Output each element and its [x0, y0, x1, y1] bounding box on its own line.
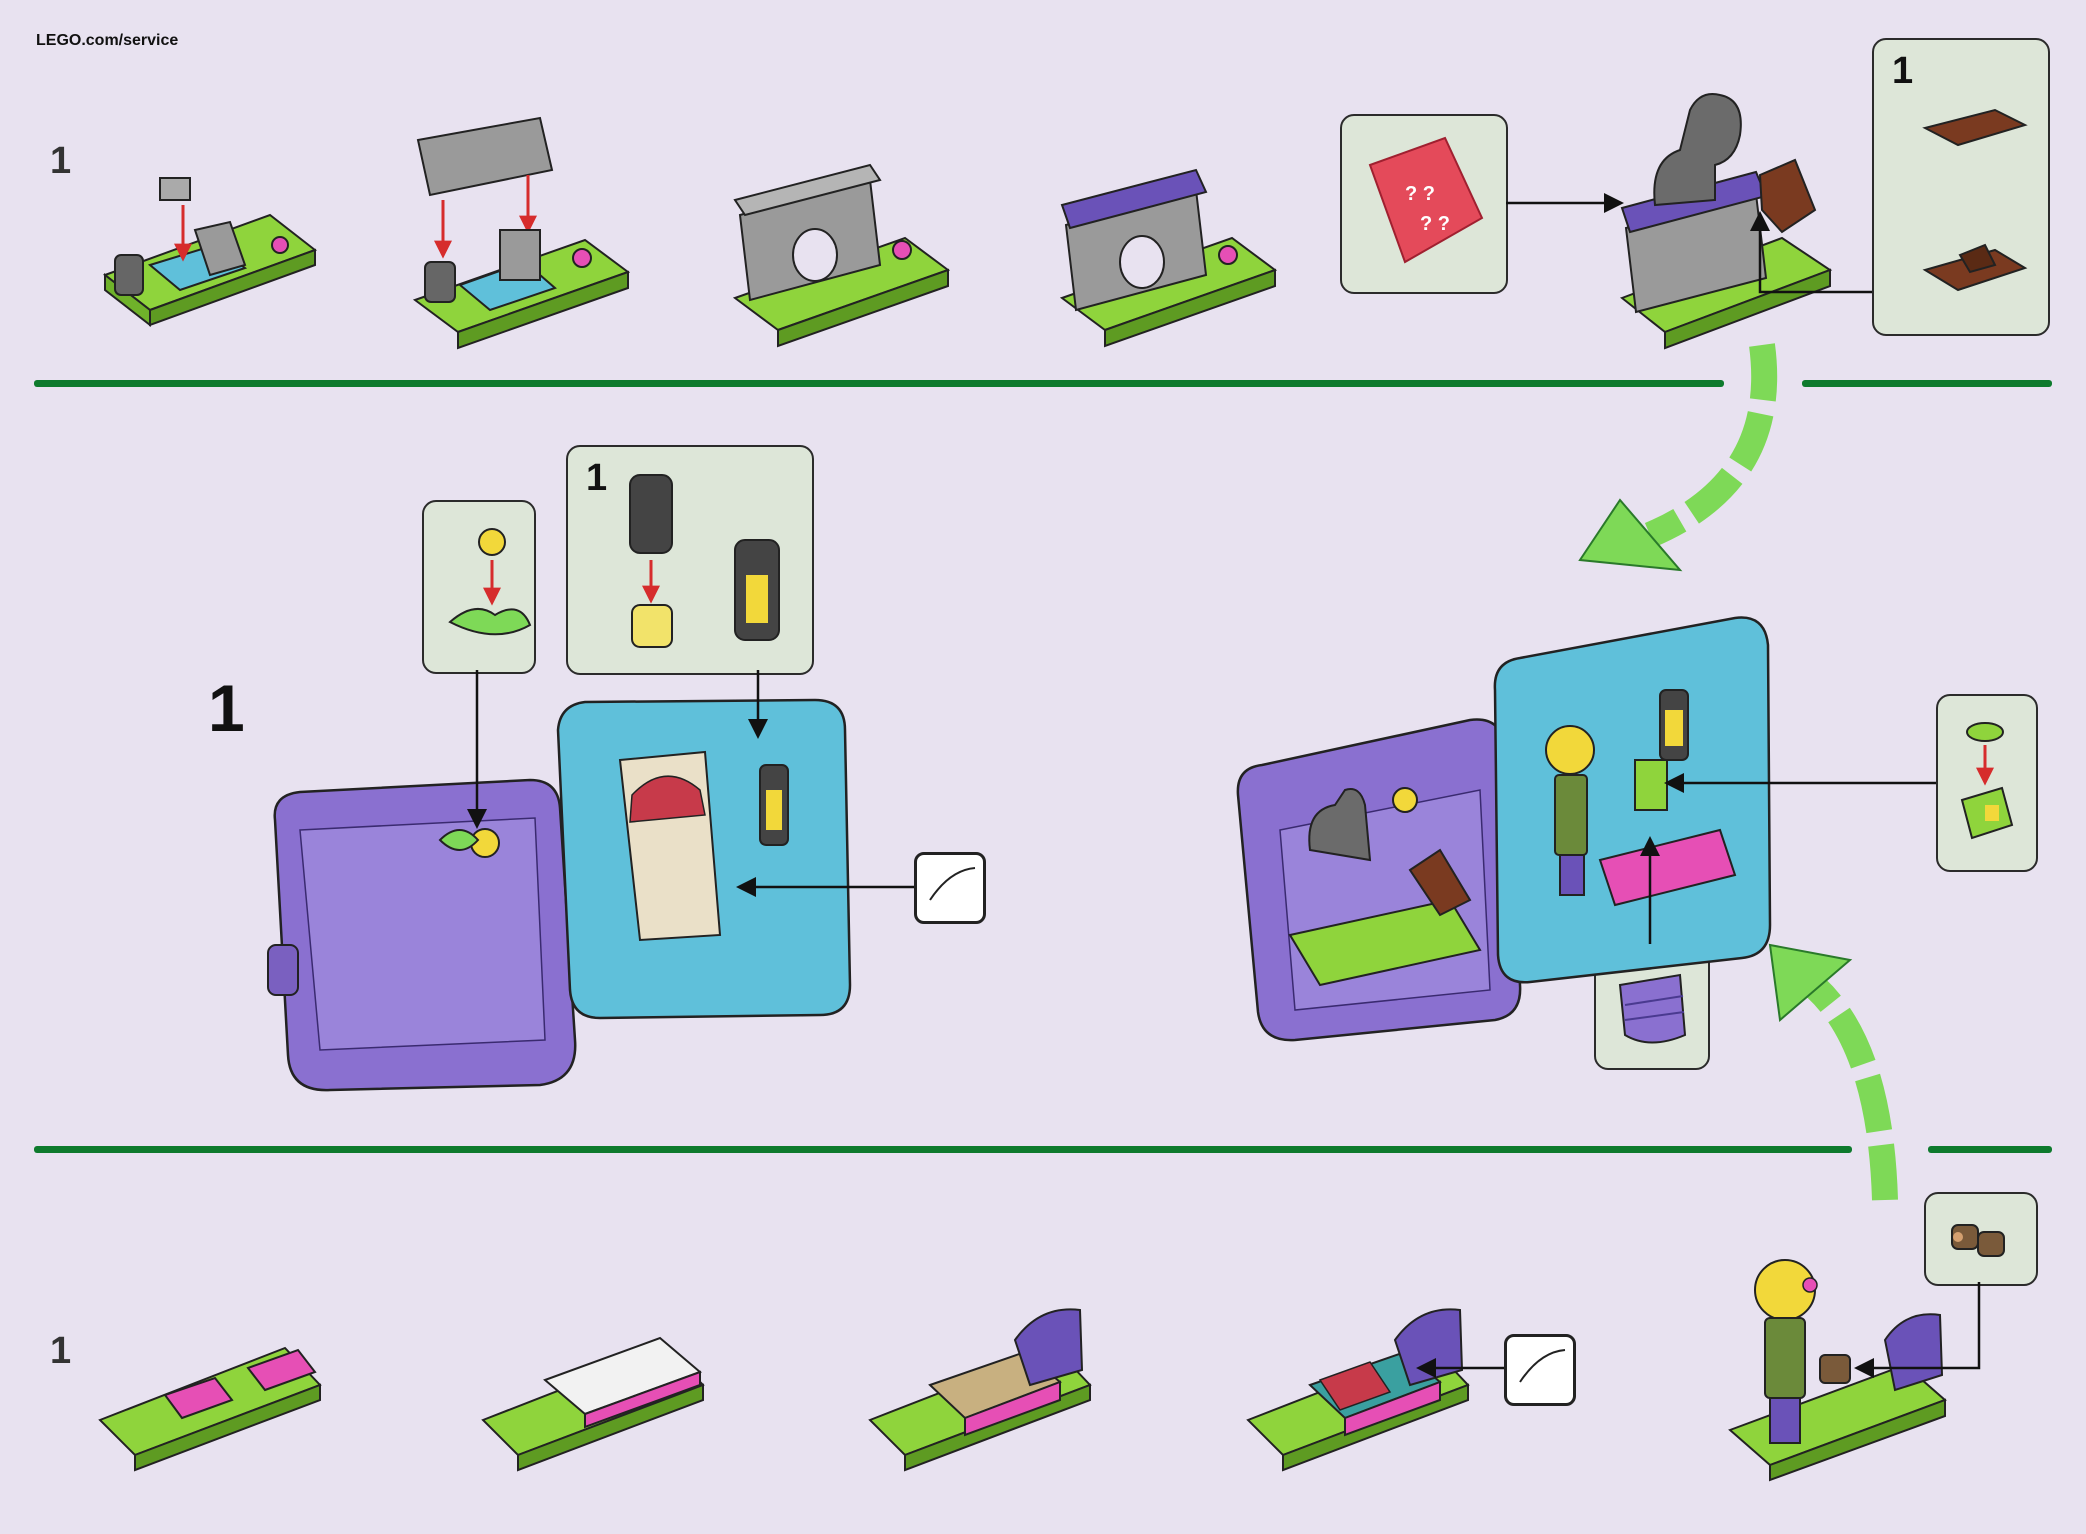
- printed-brick-pieces: [1962, 723, 2012, 838]
- bottom-build-1: [100, 1348, 320, 1470]
- svg-text:? ?: ? ?: [1420, 213, 1450, 235]
- curved-arrow-icon: [1580, 345, 1764, 570]
- svg-text:? ?: ? ?: [1405, 183, 1435, 205]
- cube-assembled-right: [1238, 618, 1770, 1041]
- purple-piece: [1620, 975, 1685, 1043]
- lantern-pieces: [630, 475, 779, 647]
- flower-pieces: [450, 529, 530, 634]
- top-build-3: [735, 165, 948, 346]
- curved-arrow-icon: [1770, 945, 1885, 1200]
- cube-open-left: [268, 700, 850, 1090]
- top-build-4: [1062, 170, 1275, 346]
- bottom-build-4: [1248, 1309, 1468, 1470]
- bottom-build-5: [1730, 1260, 1945, 1480]
- top-build-1: [105, 178, 315, 325]
- top-build-2: [415, 118, 628, 348]
- binoculars-piece: [1952, 1225, 2004, 1256]
- bottom-build-3: [870, 1309, 1090, 1470]
- bottom-build-2: [483, 1338, 703, 1470]
- surprise-bag-icon: ? ? ? ?: [1370, 138, 1482, 262]
- top-build-5: [1622, 94, 1830, 348]
- brown-plate-pieces: [1925, 110, 2025, 290]
